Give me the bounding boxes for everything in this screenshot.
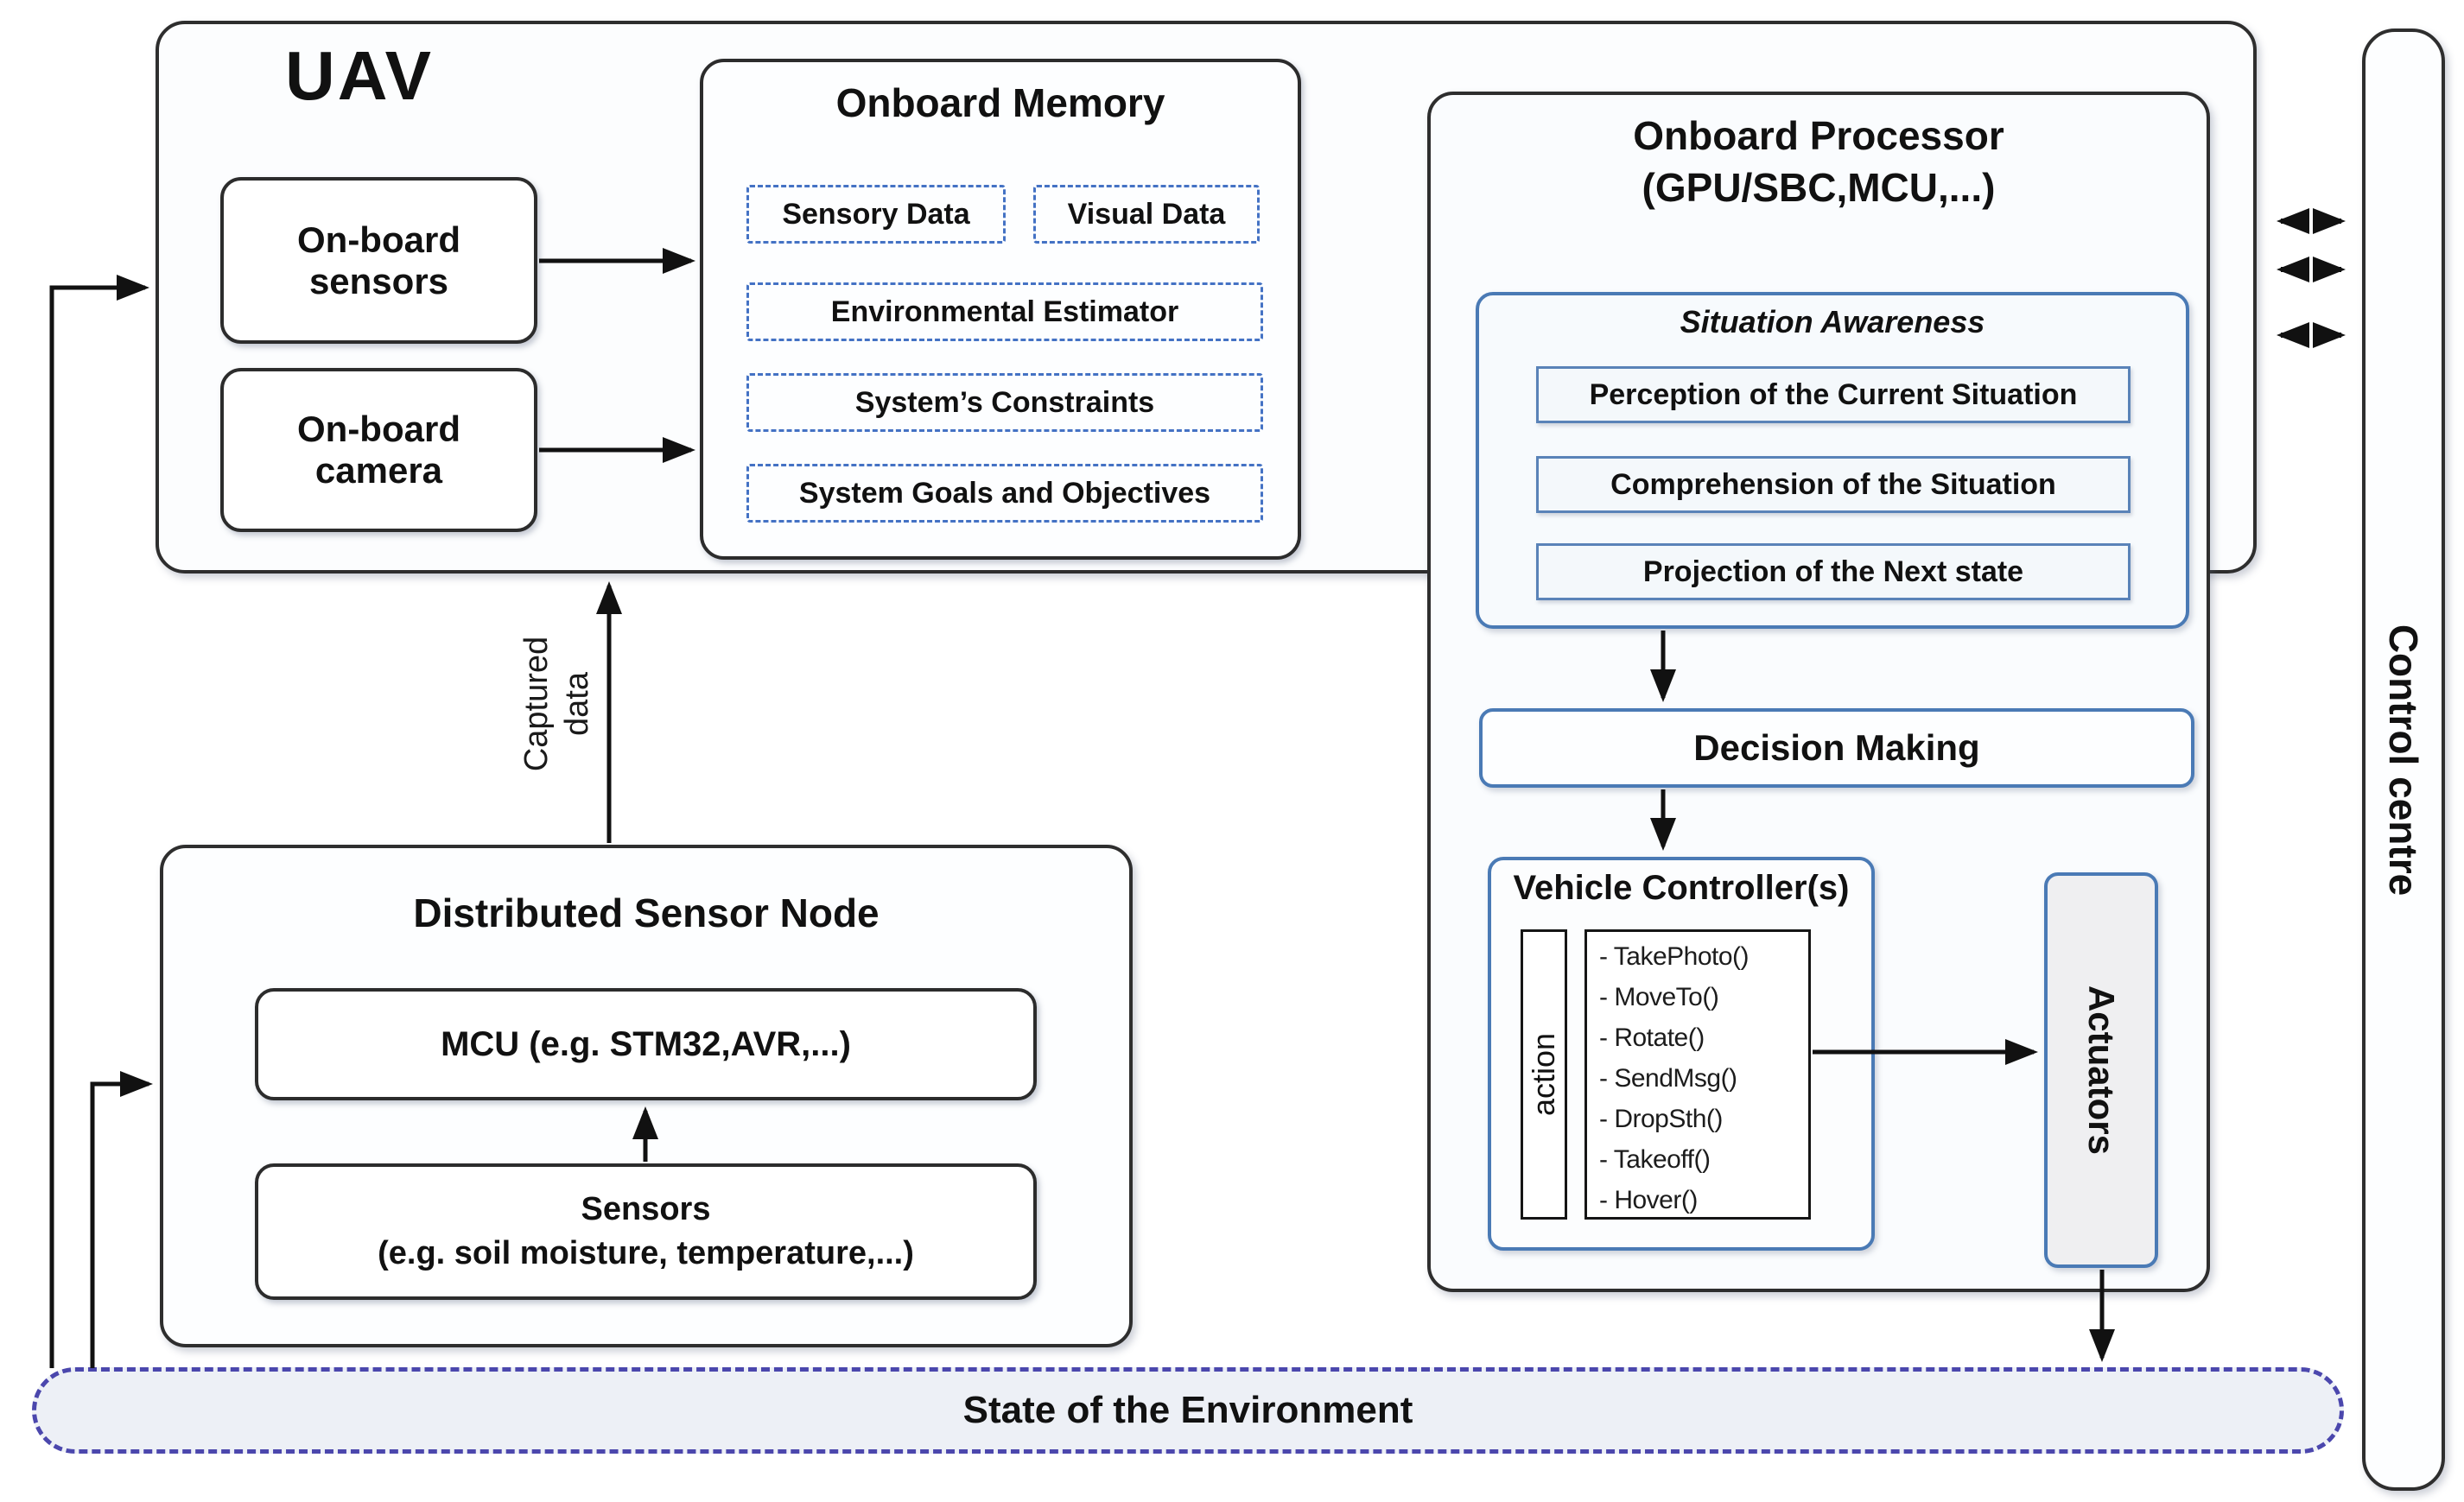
- method-takeoff: - Takeoff(): [1599, 1145, 1711, 1174]
- decision-making-box: Decision Making: [1479, 708, 2194, 788]
- method-sendmsg: - SendMsg(): [1599, 1064, 1737, 1093]
- onboard-processor-title: Onboard Processor (GPU/SBC,MCU,...): [1633, 113, 2004, 210]
- mcu-box: MCU (e.g. STM32,AVR,...): [255, 988, 1037, 1100]
- sa-item-perception: Perception of the Current Situation: [1536, 366, 2131, 423]
- sa-item-projection: Projection of the Next state: [1536, 543, 2131, 600]
- control-centre-box: [2362, 29, 2445, 1491]
- arrow-environment-to-uav: [49, 275, 149, 1368]
- vehicle-controller-title: Vehicle Controller(s): [1513, 869, 1850, 907]
- captured-data-label: Captured data: [518, 636, 596, 772]
- action-box: [1521, 929, 1567, 1220]
- uav-control-centre-link-icons: [2277, 208, 2346, 348]
- actuators-label: Actuators: [2081, 985, 2122, 1156]
- method-moveto: - MoveTo(): [1599, 983, 1719, 1011]
- dsn-sensors-label: Sensors (e.g. soil moisture, temperature…: [378, 1190, 914, 1271]
- memory-item-sensory-data: Sensory Data: [746, 185, 1006, 244]
- actuators-box: [2044, 872, 2158, 1268]
- onboard-camera-box: On-board camera: [220, 368, 537, 532]
- method-dropsth: - DropSth(): [1599, 1105, 1723, 1133]
- onboard-sensors-box: On-board sensors: [220, 177, 537, 344]
- control-centre-label: Control centre: [2381, 624, 2426, 897]
- memory-item-system-constraints: System’s Constraints: [746, 373, 1263, 432]
- memory-item-system-goals: System Goals and Objectives: [746, 464, 1263, 523]
- memory-item-visual-data: Visual Data: [1033, 185, 1260, 244]
- dsn-sensors-box: Sensors (e.g. soil moisture, temperature…: [255, 1163, 1037, 1300]
- controller-methods-box: - TakePhoto() - MoveTo() - Rotate() - Se…: [1584, 929, 1811, 1220]
- method-rotate: - Rotate(): [1599, 1024, 1705, 1052]
- arrow-environment-to-dsn: [90, 1071, 153, 1368]
- state-of-environment-bar: State of the Environment: [32, 1367, 2344, 1454]
- onboard-memory-title: Onboard Memory: [835, 80, 1165, 125]
- situation-awareness-title: Situation Awareness: [1680, 304, 1985, 339]
- action-label: action: [1526, 1032, 1561, 1117]
- sa-item-comprehension: Comprehension of the Situation: [1536, 456, 2131, 513]
- memory-item-environmental-estimator: Environmental Estimator: [746, 282, 1263, 341]
- method-hover: - Hover(): [1599, 1186, 1698, 1214]
- dsn-title: Distributed Sensor Node: [413, 890, 880, 935]
- method-takephoto: - TakePhoto(): [1599, 942, 1750, 971]
- uav-title: UAV: [285, 37, 434, 114]
- onboard-sensors-label: On-board sensors: [297, 219, 460, 301]
- onboard-camera-label: On-board camera: [297, 409, 460, 491]
